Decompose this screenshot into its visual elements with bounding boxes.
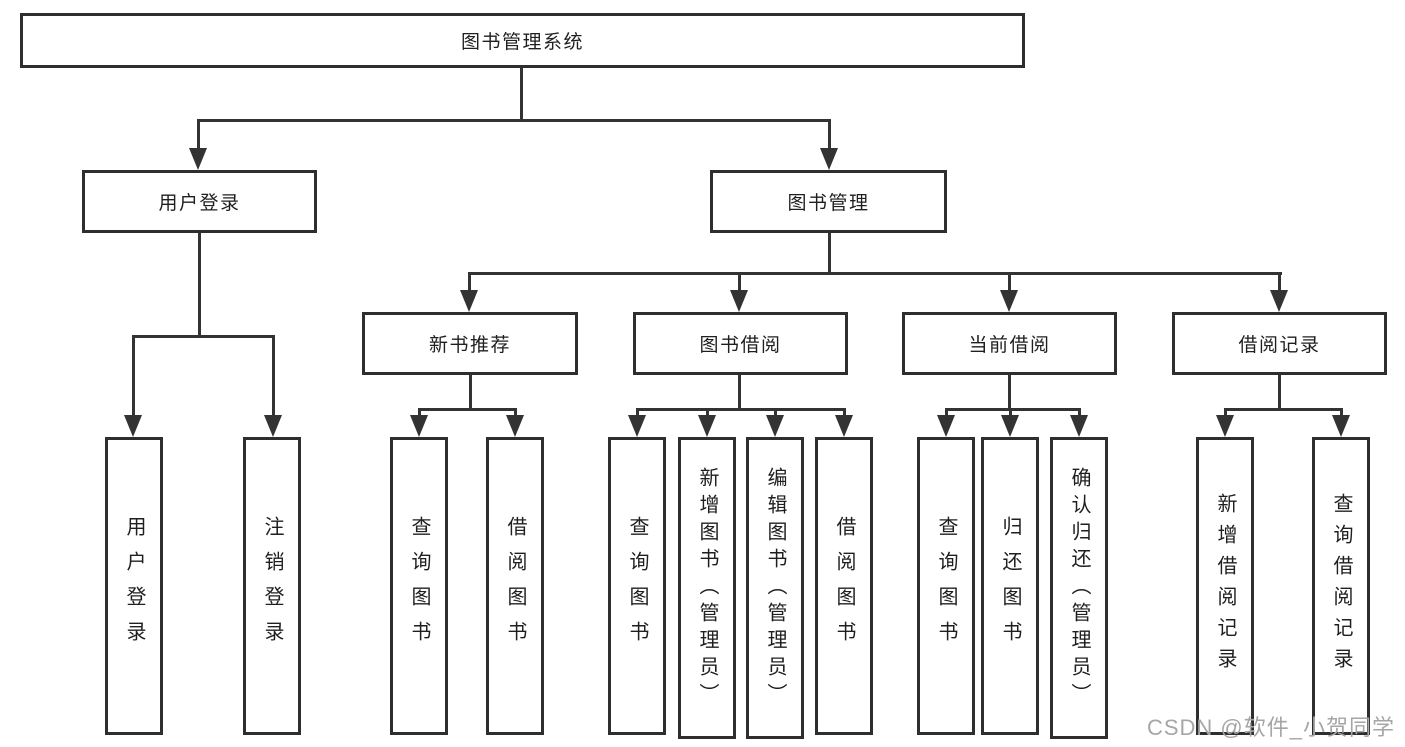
connector-line: [738, 375, 741, 410]
csdn-watermark: CSDN @软件_小贺同学: [1146, 715, 1395, 740]
arrow-down-icon: [506, 415, 524, 437]
connector-line: [132, 335, 135, 420]
arrow-down-icon: [1216, 415, 1234, 437]
leaf-borrowing-query-books: 查询图书: [608, 437, 666, 735]
connector-line: [198, 233, 201, 337]
connector-line: [514, 408, 517, 420]
node-label: 编辑图书（管理员）: [764, 466, 786, 710]
connector-line: [636, 408, 639, 420]
arrow-down-icon: [1332, 415, 1350, 437]
arrow-down-icon: [1070, 415, 1088, 437]
leaf-recommend-borrow-books: 借阅图书: [486, 437, 544, 735]
connector-line: [828, 119, 831, 152]
leaf-records-query-record: 查询借阅记录: [1312, 437, 1370, 735]
arrow-down-icon: [124, 415, 142, 437]
leaf-user-login: 用户登录: [105, 437, 163, 735]
connector-line: [468, 272, 1282, 275]
connector-line: [1224, 408, 1227, 420]
leaf-records-add-record: 新增借阅记录: [1196, 437, 1254, 735]
node-label: 用户登录: [123, 516, 145, 656]
arrow-down-icon: [264, 415, 282, 437]
arrow-down-icon: [835, 415, 853, 437]
connector-line: [706, 408, 709, 420]
node-book-borrowing: 图书借阅: [633, 312, 848, 375]
node-root-library-system: 图书管理系统: [20, 13, 1025, 68]
node-label: 新增图书（管理员）: [696, 466, 718, 710]
arrow-down-icon: [820, 148, 838, 170]
connector-line: [843, 408, 846, 420]
connector-line: [469, 375, 472, 410]
connector-line: [468, 272, 471, 294]
arrow-down-icon: [460, 290, 478, 312]
arrow-down-icon: [410, 415, 428, 437]
arrow-down-icon: [698, 415, 716, 437]
node-new-book-recommend: 新书推荐: [362, 312, 578, 375]
leaf-borrowing-add-books-admin: 新增图书（管理员）: [678, 437, 736, 739]
leaf-borrowing-borrow-books: 借阅图书: [815, 437, 873, 735]
connector-line: [520, 68, 523, 121]
leaf-current-confirm-return-admin: 确认归还（管理员）: [1050, 437, 1108, 739]
connector-line: [418, 408, 517, 411]
node-label: 新增借阅记录: [1214, 493, 1236, 679]
node-user-login: 用户登录: [82, 170, 317, 233]
connector-line: [1340, 408, 1343, 420]
node-label: 图书管理系统: [460, 32, 584, 53]
arrow-down-icon: [766, 415, 784, 437]
connector-line: [1278, 375, 1281, 410]
node-current-borrowing: 当前借阅: [902, 312, 1117, 375]
connector-line: [133, 335, 275, 338]
node-label: 图书借阅: [699, 335, 782, 356]
connector-line: [738, 272, 741, 294]
node-label: 注销登录: [261, 516, 283, 656]
node-label: 查询图书: [935, 516, 957, 656]
arrow-down-icon: [1001, 415, 1019, 437]
node-label: 查询图书: [408, 516, 430, 656]
connector-line: [1278, 272, 1281, 294]
node-borrowing-records: 借阅记录: [1172, 312, 1387, 375]
node-label: 借阅图书: [504, 516, 526, 656]
node-label: 图书管理: [787, 193, 870, 214]
connector-line: [774, 408, 777, 420]
node-label: 用户登录: [158, 193, 241, 214]
connector-line: [945, 408, 948, 420]
connector-line: [418, 408, 421, 420]
connector-line: [197, 119, 200, 152]
leaf-current-query-books: 查询图书: [917, 437, 975, 735]
connector-line: [636, 408, 846, 411]
leaf-recommend-query-books: 查询图书: [390, 437, 448, 735]
node-label: 确认归还（管理员）: [1068, 466, 1090, 710]
connector-line: [197, 119, 831, 122]
leaf-current-return-books: 归还图书: [981, 437, 1039, 735]
node-label: 借阅图书: [833, 516, 855, 656]
node-label: 归还图书: [999, 516, 1021, 656]
connector-line: [945, 408, 1081, 411]
node-label: 当前借阅: [968, 335, 1051, 356]
arrow-down-icon: [730, 290, 748, 312]
connector-line: [1008, 272, 1011, 294]
arrow-down-icon: [628, 415, 646, 437]
connector-line: [272, 335, 275, 420]
node-book-management: 图书管理: [710, 170, 947, 233]
connector-line: [1009, 408, 1012, 420]
connector-line: [1008, 375, 1011, 410]
leaf-logout: 注销登录: [243, 437, 301, 735]
arrow-down-icon: [1270, 290, 1288, 312]
connector-line: [828, 233, 831, 274]
connector-line: [1224, 408, 1343, 411]
leaf-borrowing-edit-books-admin: 编辑图书（管理员）: [746, 437, 804, 739]
arrow-down-icon: [1000, 290, 1018, 312]
connector-line: [1078, 408, 1081, 420]
arrow-down-icon: [189, 148, 207, 170]
arrow-down-icon: [937, 415, 955, 437]
node-label: 查询借阅记录: [1330, 493, 1352, 679]
node-label: 借阅记录: [1238, 335, 1321, 356]
node-label: 新书推荐: [428, 335, 511, 356]
node-label: 查询图书: [626, 516, 648, 656]
